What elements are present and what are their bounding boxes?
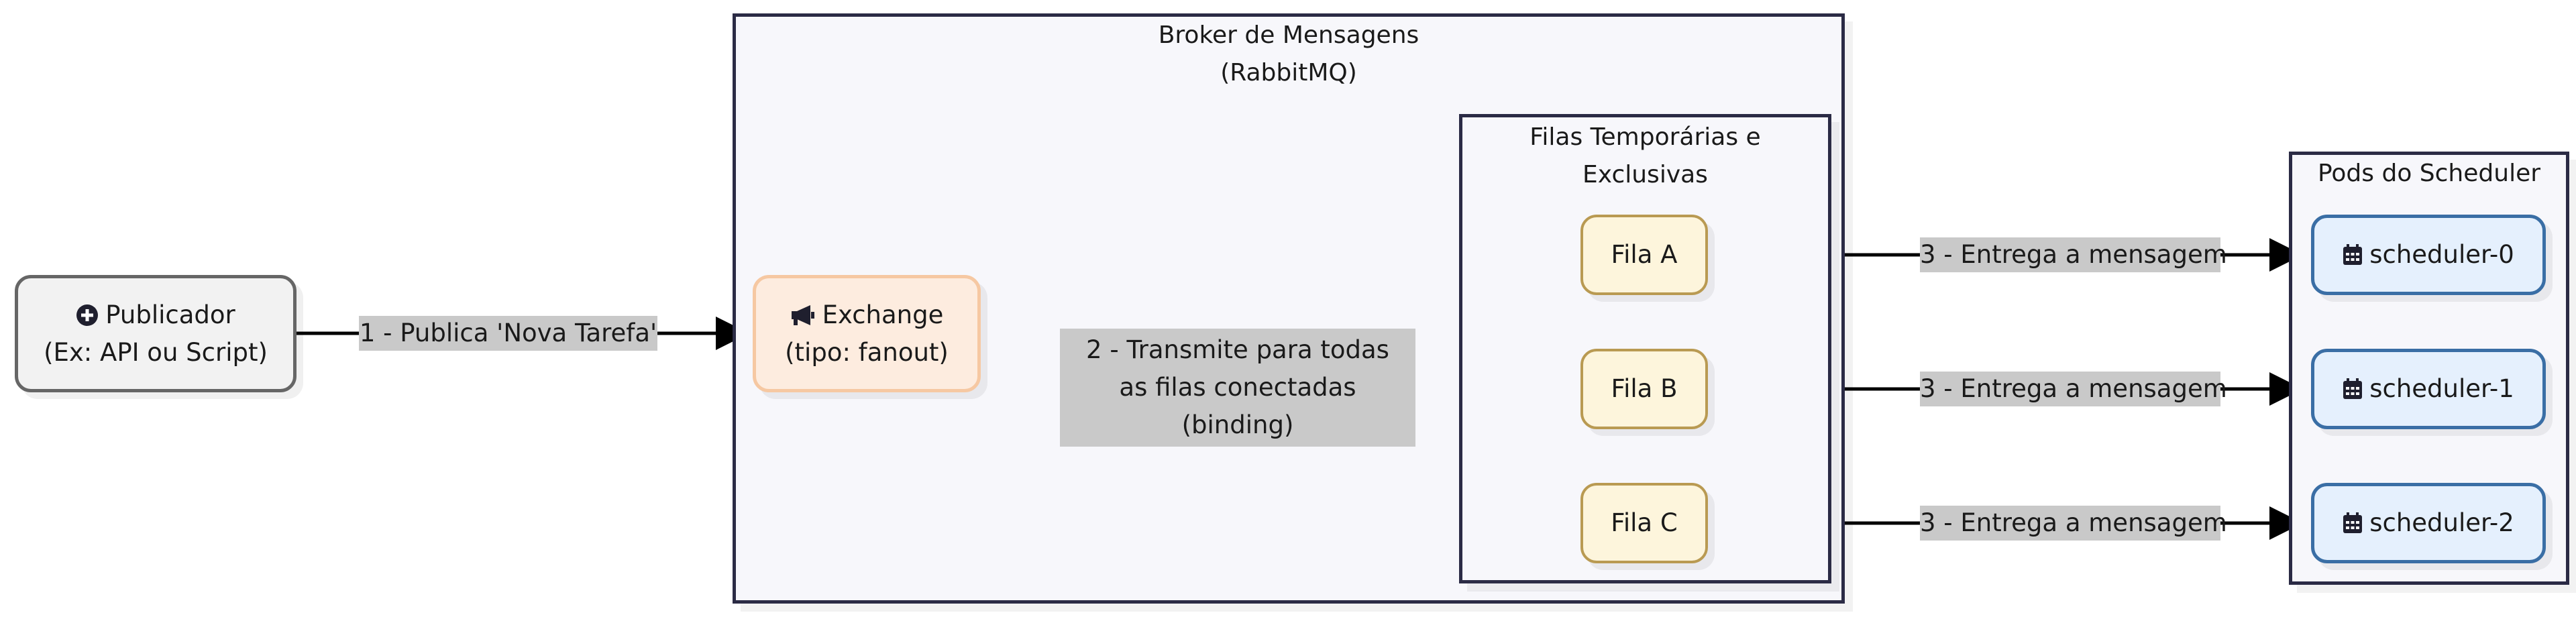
plus-circle-icon xyxy=(76,304,99,326)
edge-label-deliver-b: 3 - Entrega a mensagem xyxy=(1920,372,2227,406)
publisher-subtitle: (Ex: API ou Script) xyxy=(44,337,268,367)
queue-node-b[interactable]: Fila B xyxy=(1580,349,1708,429)
edge-label-broadcast-line1: 2 - Transmite para todas xyxy=(1086,335,1389,364)
calendar-icon xyxy=(2343,378,2363,399)
broker-title-line1: Broker de Mensagens xyxy=(1158,21,1419,49)
publisher-node[interactable]: Publicador (Ex: API ou Script) xyxy=(15,275,297,392)
queues-title-line1: Filas Temporárias e xyxy=(1529,123,1761,151)
calendar-icon xyxy=(2343,244,2363,265)
pod-node-scheduler-2[interactable]: scheduler-2 xyxy=(2311,483,2546,563)
pod-label: scheduler-1 xyxy=(2369,374,2514,403)
broker-title-line2: (RabbitMQ) xyxy=(1220,59,1357,87)
pod-node-scheduler-1[interactable]: scheduler-1 xyxy=(2311,349,2546,429)
exchange-title: Exchange xyxy=(822,300,944,329)
pod-node-scheduler-0[interactable]: scheduler-0 xyxy=(2311,215,2546,295)
edge-label-deliver-a: 3 - Entrega a mensagem xyxy=(1920,237,2227,272)
edge-label-broadcast-line2: as filas conectadas xyxy=(1119,373,1356,402)
pod-label: scheduler-2 xyxy=(2369,508,2514,537)
edge-label-broadcast-line3: (binding) xyxy=(1181,410,1294,439)
queue-label: Fila A xyxy=(1611,240,1678,269)
edge-label-broadcast: 2 - Transmite para todas as filas conect… xyxy=(1060,329,1415,447)
pod-label: scheduler-0 xyxy=(2369,240,2514,269)
calendar-icon xyxy=(2343,512,2363,533)
edge-label-publish: 1 - Publica 'Nova Tarefa' xyxy=(359,316,657,351)
queues-title-line2: Exclusivas xyxy=(1582,161,1708,188)
edge-label-deliver-c: 3 - Entrega a mensagem xyxy=(1920,506,2227,541)
queue-node-c[interactable]: Fila C xyxy=(1580,483,1708,563)
exchange-subtitle: (tipo: fanout) xyxy=(785,337,949,367)
megaphone-icon xyxy=(791,304,814,325)
queue-label: Fila B xyxy=(1611,374,1678,403)
queue-node-a[interactable]: Fila A xyxy=(1580,215,1708,295)
queue-label: Fila C xyxy=(1611,508,1678,537)
publisher-title: Publicador xyxy=(105,300,235,329)
exchange-node[interactable]: Exchange (tipo: fanout) xyxy=(753,275,981,392)
pods-title: Pods do Scheduler xyxy=(2317,160,2541,187)
